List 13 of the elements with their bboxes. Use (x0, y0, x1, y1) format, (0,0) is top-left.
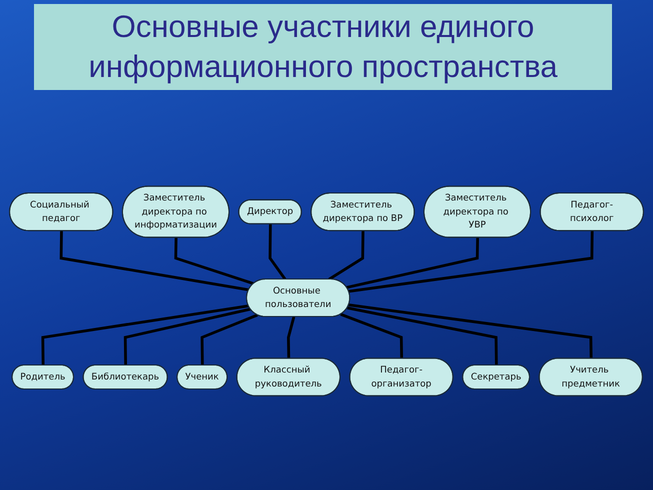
connector (60, 230, 250, 292)
connector (200, 314, 258, 366)
connector (174, 238, 254, 285)
connector (348, 304, 593, 359)
connector (340, 313, 404, 359)
connector (287, 316, 296, 359)
slide-title: Основные участники единого информационного пространства (34, 4, 612, 90)
connector (348, 230, 594, 293)
connector (124, 308, 251, 366)
connector (41, 304, 249, 366)
connector (346, 238, 479, 289)
connector (347, 306, 498, 366)
connector (268, 224, 286, 280)
